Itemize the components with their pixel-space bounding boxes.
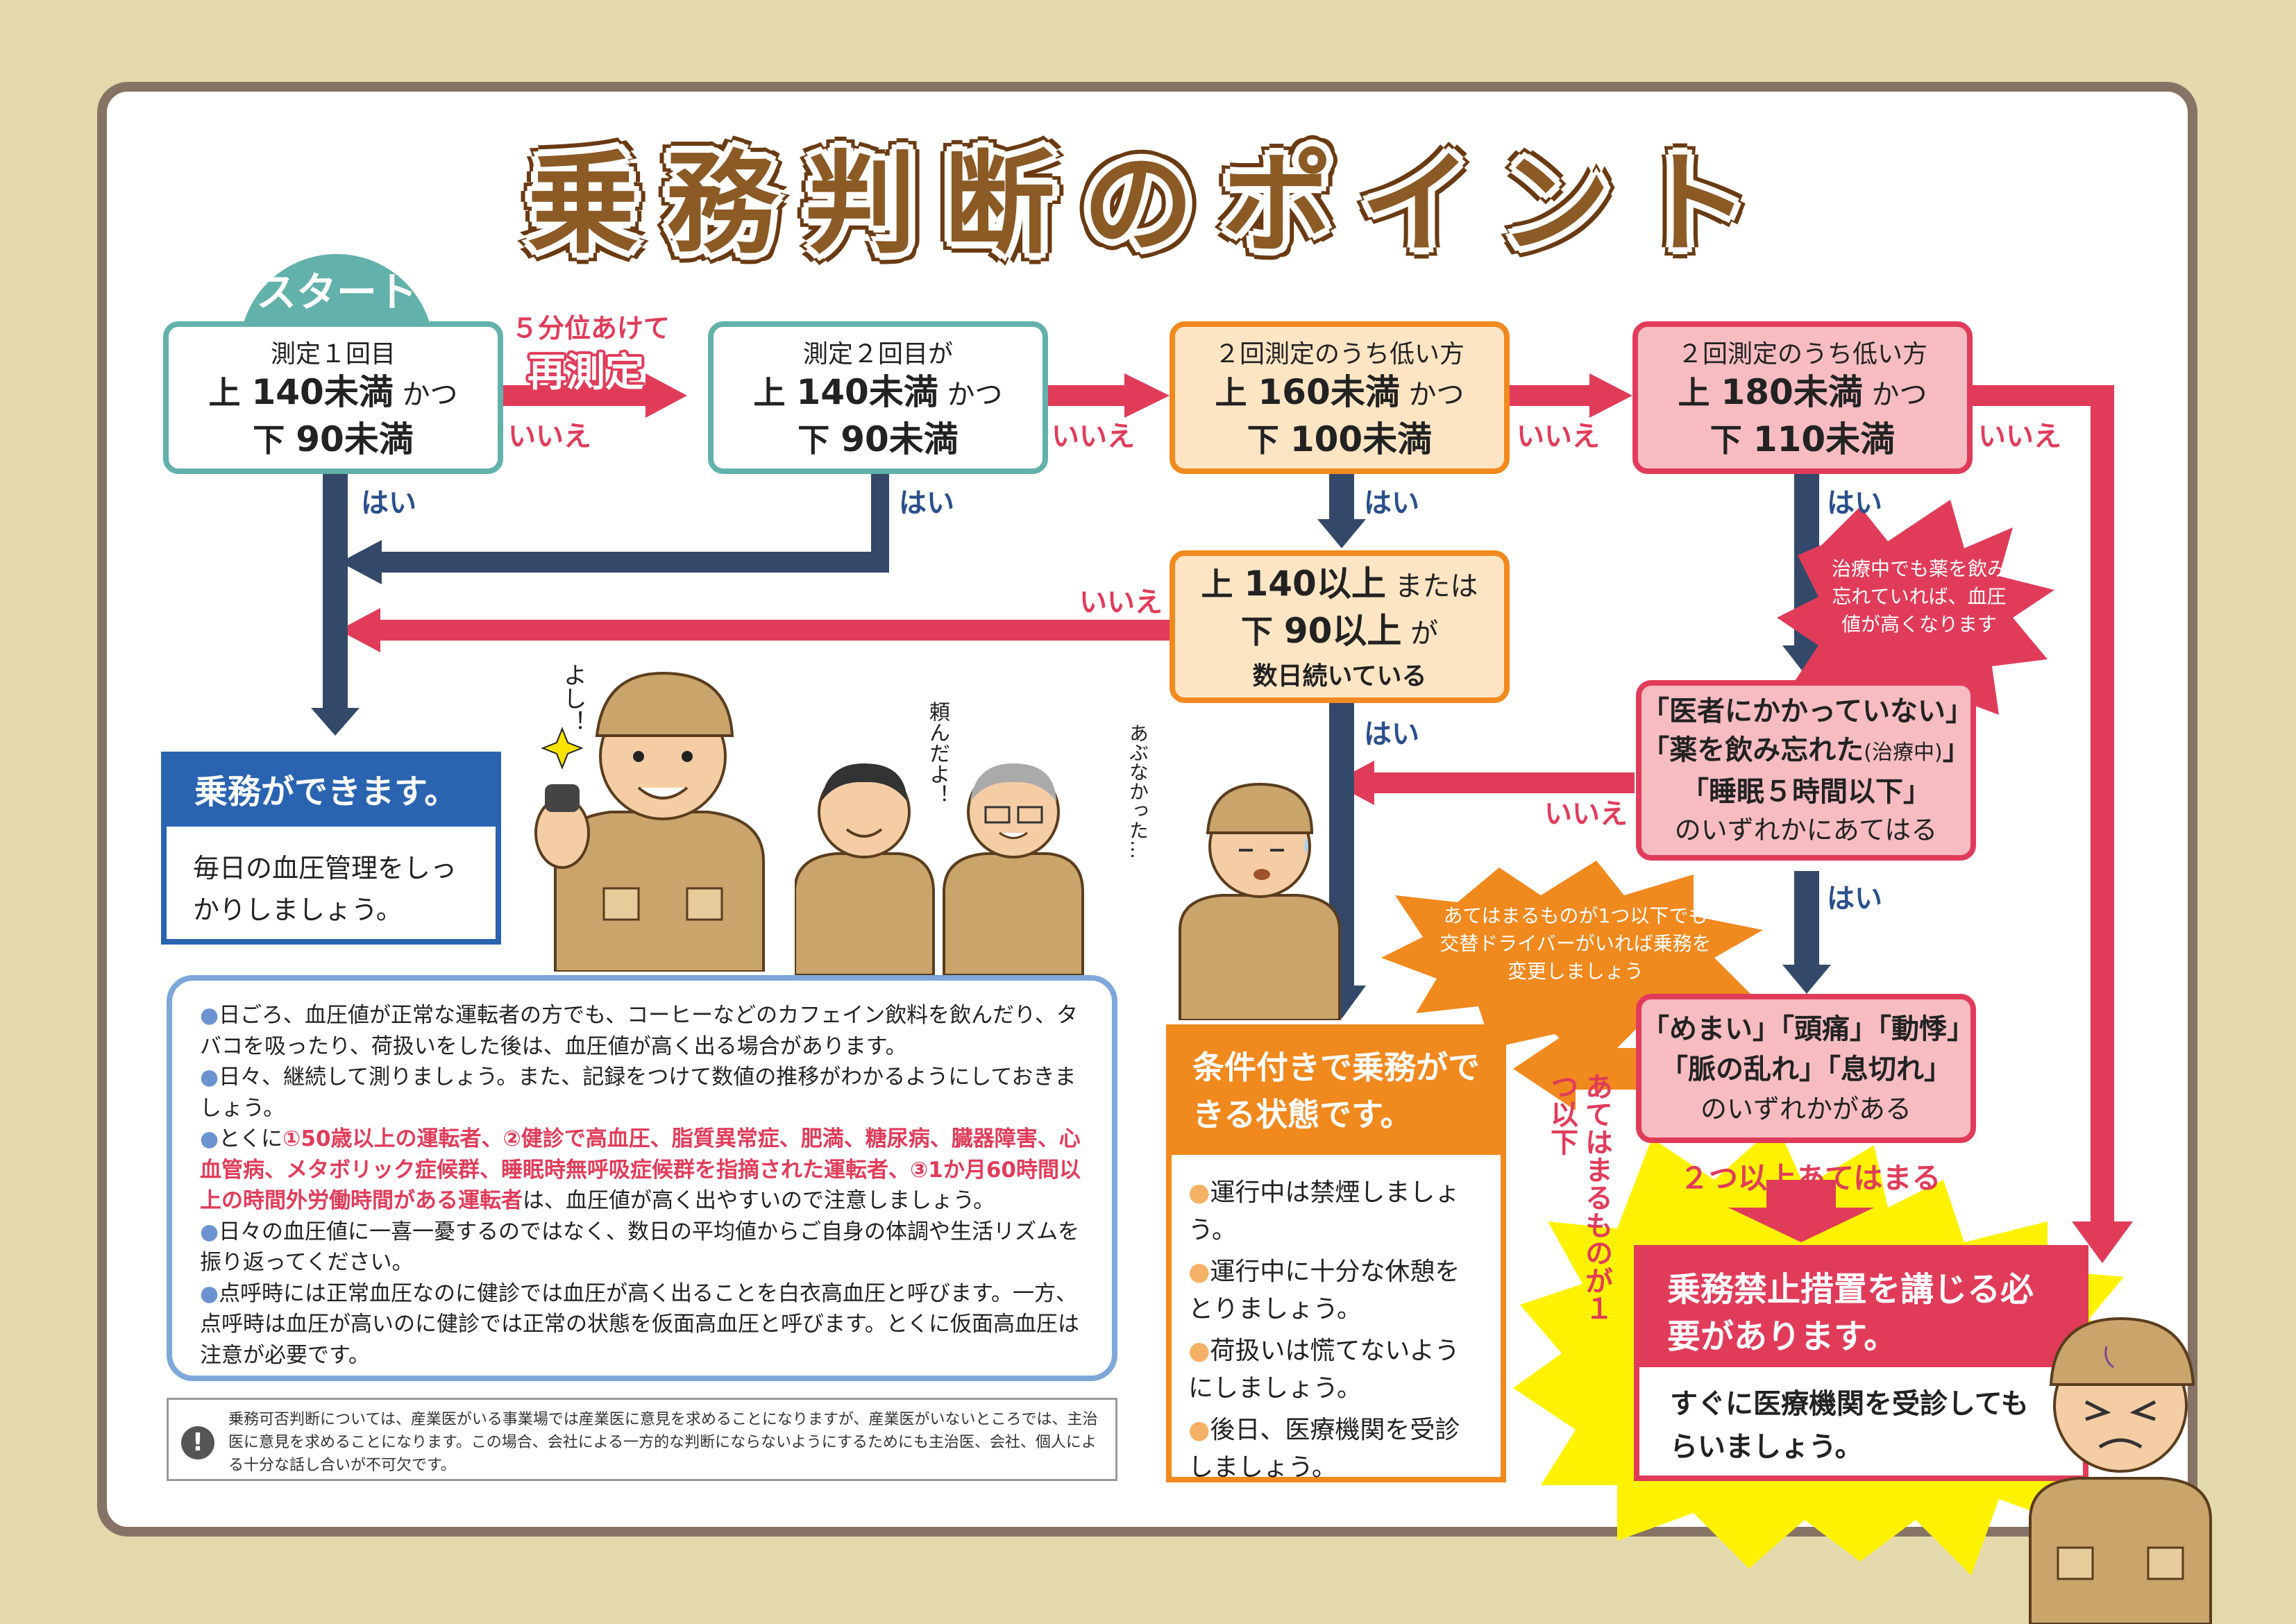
result-ok: 乗務ができます。 毎日の血圧管理をしっかりしましょう。	[161, 752, 501, 945]
box-measure-1: 測定１回目 上 140未満 かつ 下 90未満	[163, 321, 503, 474]
result-conditional-head: 条件付きで乗務ができる状態です。	[1172, 1030, 1501, 1155]
relieved-driver-illustration	[1179, 782, 1341, 1020]
info-item: ●とくに①50歳以上の運転者、②健診で高血圧、脂質異常症、肥満、糖尿病、臓器障害…	[200, 1126, 1081, 1213]
disclaimer-note: ! 乗務可否判断については、産業医がいる事業場では産業医に意見を求めることになり…	[167, 1398, 1117, 1481]
label-no: いいえ	[508, 421, 591, 452]
info-item: ●点呼時には正常血圧なのに健診では血圧が高く出ることを白衣高血圧と呼びます。一方…	[200, 1280, 1079, 1368]
label-yes: はい	[1364, 487, 1419, 519]
result-ban-head: 乗務禁止措置を講じる必要があります。	[1639, 1251, 2083, 1367]
label-yes: はい	[1827, 883, 1882, 915]
title-char: ポ	[1222, 139, 1333, 269]
title-char: ン	[1499, 139, 1611, 269]
title-char: イ	[1360, 139, 1472, 269]
label-yes: はい	[899, 487, 954, 519]
symptom-line-2: 「脈の乱れ」「息切れ」	[1660, 1053, 1952, 1085]
title-char: の	[1082, 139, 1194, 269]
title-char: 乗	[527, 139, 639, 269]
title-char: ト	[1638, 139, 1750, 269]
exclamation-icon: !	[181, 1426, 214, 1460]
label-two-or-more: ２つ以上あてはまる	[1680, 1161, 1941, 1195]
result-ok-head: 乗務ができます。	[167, 757, 496, 827]
title-char: 務	[666, 139, 777, 269]
result-ban: 乗務禁止措置を講じる必要があります。 すぐに医療機関を受診してもらいましょう。	[1634, 1245, 2088, 1481]
info-item: ●日々の血圧値に一喜一憂するのではなく、数日の平均値からご自身の体調や生活リズム…	[200, 1219, 1080, 1276]
box-line-1: 上 180未満 かつ	[1678, 371, 1927, 412]
navy-arrows	[311, 468, 1831, 1019]
symptom-line-3: のいずれかがある	[1700, 1093, 1911, 1124]
cond-line-3: 「睡眠５時間以下」	[1681, 776, 1931, 808]
ill-driver-illustration	[2029, 1317, 2212, 1624]
managers-illustration	[795, 763, 1084, 975]
orange-burst-text: あてはまるものが1つ以下でも交替ドライバーがいれば乗務を変更しましょう	[1440, 904, 1712, 983]
box-line-1: 上 140未満 かつ	[208, 371, 458, 412]
box-line-3: 数日続いている	[1252, 662, 1427, 691]
speech-abuna: あぶなかった…	[1126, 723, 1149, 859]
page-title: 乗 務 判 断 の ポ イ ン ト	[479, 115, 1798, 274]
box-head: ２回測定のうち低い方	[1677, 339, 1927, 369]
cond-item: ●運行中に十分な休憩をとりましょう。	[1188, 1258, 1460, 1323]
cond-item: ●後日、医療機関を受診しましょう。	[1188, 1416, 1460, 1482]
box-line-2: 下 90未満	[797, 418, 959, 459]
box-lower-160: ２回測定のうち低い方 上 160未満 かつ 下 100未満	[1170, 321, 1510, 474]
box-line-1: 上 140未満 かつ	[753, 371, 1003, 412]
info-item: ●日ごろ、血圧値が正常な運転者の方でも、コーヒーなどのカフェイン飲料を飲んだり、…	[200, 1003, 1078, 1059]
pink-arrows	[339, 373, 2133, 1263]
pink-burst-text: 治療中でも薬を飲み忘れていれば、血圧値が高くなります	[1831, 557, 2007, 636]
box-symptoms: 「めまい」「頭痛」「動悸」 「脈の乱れ」「息切れ」 のいずれかがある	[1636, 994, 1976, 1143]
title-char: 判	[804, 139, 916, 269]
result-ban-body: すぐに医療機関を受診してもらいましょう。	[1670, 1388, 2029, 1463]
box-head: ２回測定のうち低い方	[1214, 339, 1464, 369]
result-conditional: 条件付きで乗務ができる状態です。 ●運行中は禁煙しましょう。 ●運行中に十分な休…	[1166, 1024, 1506, 1482]
result-conditional-list: ●運行中は禁煙しましょう。 ●運行中に十分な休憩をとりましょう。 ●荷扱いは慌て…	[1172, 1155, 1501, 1510]
label-no: いいえ	[1978, 421, 2061, 452]
title-char: 断	[943, 139, 1055, 269]
label-yes: はい	[1827, 487, 1882, 519]
box-head: 測定２回目が	[802, 339, 953, 369]
cond-item: ●荷扱いは慌てないようにしましょう。	[1188, 1337, 1460, 1403]
retest-line1: ５分位あけて	[512, 313, 670, 344]
retest-line2: 再測定	[527, 350, 644, 396]
info-item: ●日々、継続して測りましょう。また、記録をつけて数値の推移がわかるようにしておき…	[200, 1065, 1077, 1121]
box-line-2: 下 90以上 が	[1240, 611, 1439, 651]
label-no: いいえ	[1079, 586, 1163, 618]
box-conditions: 「医者にかかっていない」 「薬を飲み忘れた(治療中)」 「睡眠５時間以下」 のい…	[1636, 680, 1976, 861]
box-line-2: 下 90未満	[253, 418, 414, 459]
pink-burst	[1777, 500, 2054, 736]
box-head: 測定１回目	[270, 339, 396, 369]
box-several-days: 上 140以上 または 下 90以上 が 数日続いている	[1170, 550, 1510, 703]
label-yes: はい	[361, 487, 416, 519]
box-measure-2: 測定２回目が 上 140未満 かつ 下 90未満	[708, 321, 1048, 474]
info-box: ●日ごろ、血圧値が正常な運転者の方でも、コーヒーなどのカフェイン飲料を飲んだり、…	[167, 975, 1117, 1381]
result-ok-body: 毎日の血圧管理をしっかりしましょう。	[193, 853, 457, 925]
box-line-2: 下 100未満	[1247, 418, 1433, 459]
red-arrow-down	[1728, 1180, 1874, 1242]
speech-tanomu: 頼んだよ！	[925, 701, 949, 805]
disclaimer-text: 乗務可否判断については、産業医がいる事業場では産業医に意見を求めることになります…	[228, 1411, 1098, 1474]
cond-item: ●運行中は禁煙しましょう。	[1188, 1178, 1460, 1244]
driver-holding-key-illustration	[534, 671, 765, 972]
cond-line-4: のいずれかにあてはる	[1674, 815, 1938, 845]
label-no: いいえ	[1544, 798, 1628, 830]
speech-yoshi: よし！	[559, 663, 586, 734]
box-lower-180: ２回測定のうち低い方 上 180未満 かつ 下 110未満	[1632, 321, 1973, 474]
cond-line-1: 「医者にかかっていない」	[1641, 695, 1973, 727]
box-line-1: 上 160未満 かつ	[1215, 371, 1464, 412]
symptom-line-1: 「めまい」「頭痛」「動悸」	[1641, 1013, 1975, 1045]
label-one-or-less: あてはまるものが１つ以下	[1546, 1072, 1612, 1322]
box-line-1: 上 140以上 または	[1201, 564, 1478, 604]
cond-line-2: 「薬を飲み忘れた(治療中)」	[1641, 734, 1970, 766]
label-no: いいえ	[1517, 421, 1600, 452]
box-line-2: 下 110未満	[1710, 418, 1896, 459]
label-no: いいえ	[1052, 421, 1135, 452]
label-yes: はい	[1364, 718, 1419, 750]
